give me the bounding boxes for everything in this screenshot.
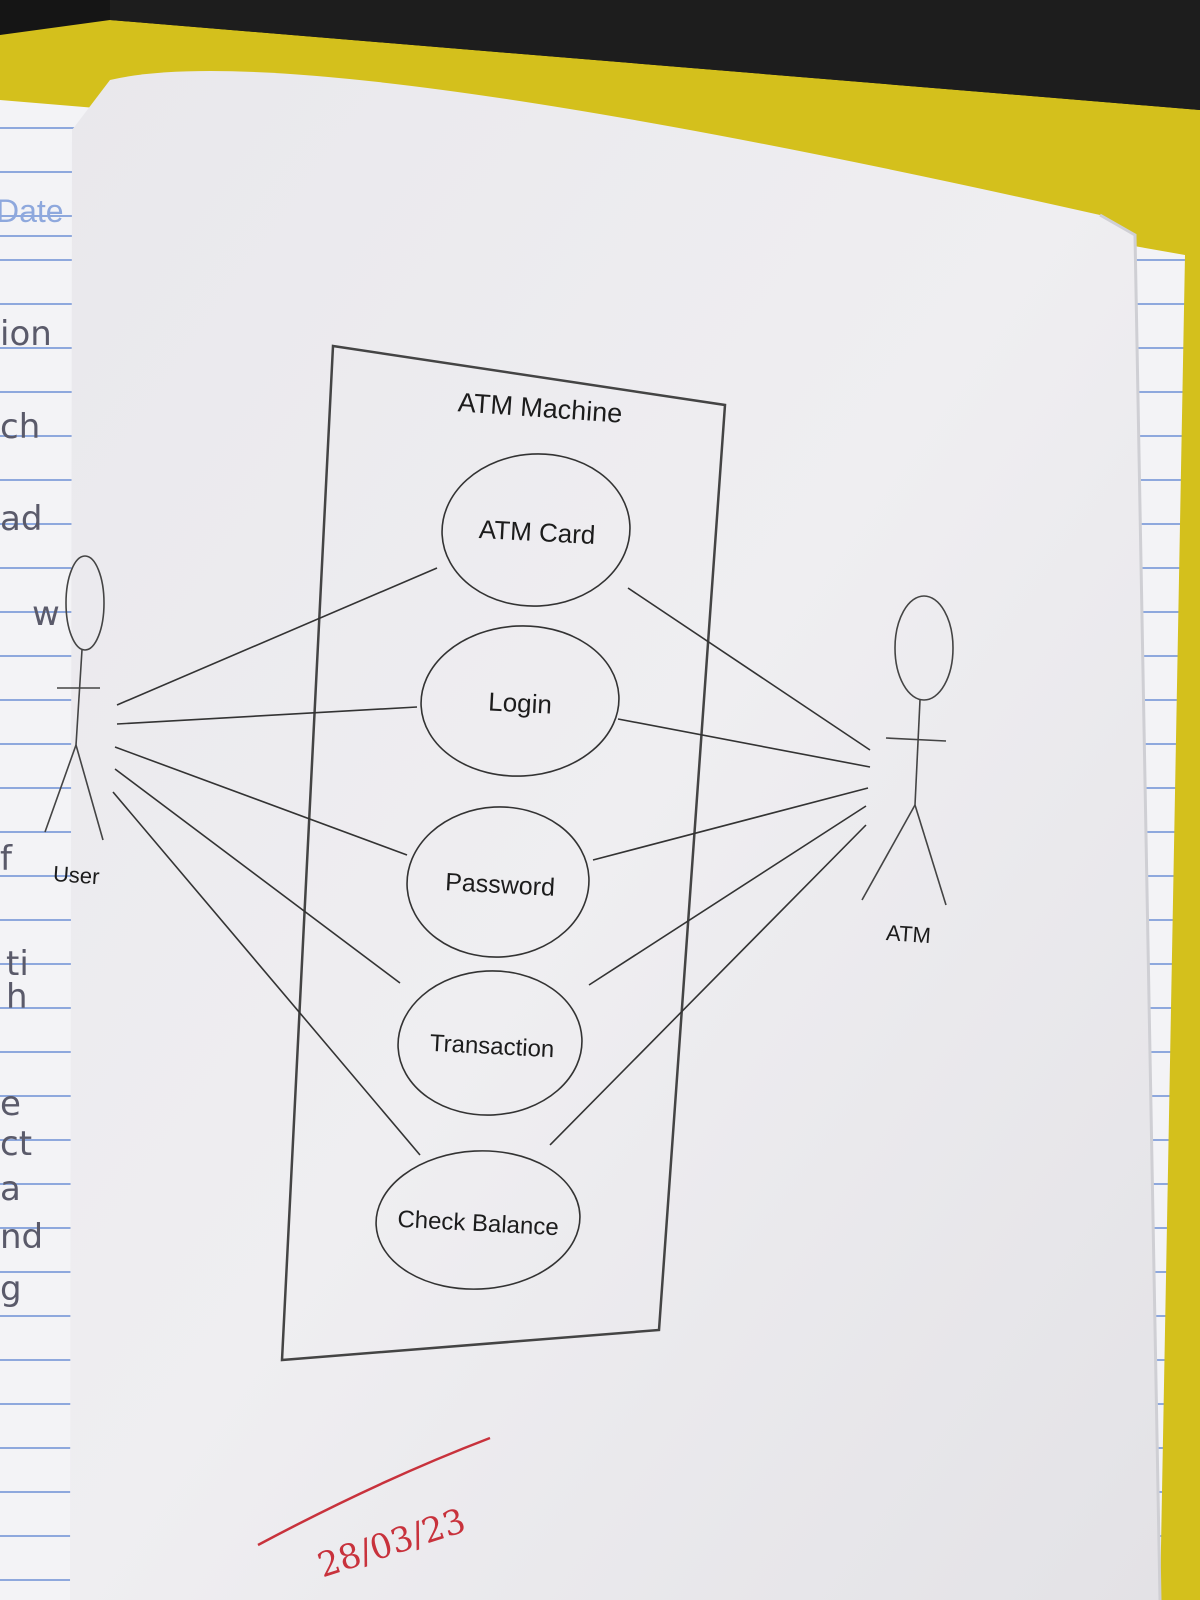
red-pen-stroke <box>257 1436 491 1547</box>
notebook-date-label: Date <box>0 193 64 229</box>
use-case-password: Password <box>406 806 590 958</box>
svg-text:Transaction: Transaction <box>429 1030 555 1063</box>
association-atm-login <box>617 718 871 768</box>
association-user-login <box>116 706 418 725</box>
association-user-check-balance <box>112 791 421 1156</box>
margin-fragment: g <box>0 1269 22 1309</box>
margin-fragment: ad <box>0 499 42 539</box>
association-user-password <box>114 746 408 856</box>
printed-sheet <box>70 71 1160 1600</box>
margin-fragment: e <box>0 1084 21 1124</box>
margin-fragment: ct <box>0 1124 32 1164</box>
svg-text:Password: Password <box>445 868 556 902</box>
association-atm-password <box>592 787 869 861</box>
margin-fragment: f <box>0 839 13 879</box>
association-atm-atm-card <box>627 587 871 751</box>
actor-user: User <box>44 555 105 889</box>
margin-fragment: w <box>32 594 60 634</box>
actor-atm-head-icon <box>894 595 954 701</box>
system-boundary <box>280 344 727 1362</box>
svg-text:ATM Card: ATM Card <box>478 514 596 550</box>
association-user-atm-card <box>116 567 438 706</box>
margin-fragment: h <box>6 977 28 1017</box>
actor-atm-label: ATM <box>885 920 931 948</box>
actor-user-label: User <box>52 861 100 889</box>
use-case-transaction: Transaction <box>397 970 583 1116</box>
use-case-diagram: ATM Machine ATM Card Login Password Tran… <box>44 344 954 1362</box>
association-user-transaction <box>114 768 401 984</box>
actor-user-head-icon <box>65 555 105 651</box>
margin-fragment: a <box>0 1169 21 1209</box>
actor-atm: ATM <box>861 595 954 948</box>
margin-fragment: ch <box>0 407 40 447</box>
association-atm-check-balance <box>549 824 867 1146</box>
association-atm-transaction <box>588 805 867 986</box>
svg-text:Login: Login <box>488 686 553 719</box>
margin-fragment: nd <box>0 1217 43 1257</box>
margin-fragment: ti <box>6 944 29 984</box>
use-case-atm-card: ATM Card <box>441 453 631 607</box>
margin-fragment: ion <box>0 314 52 354</box>
use-case-login: Login <box>420 625 620 777</box>
